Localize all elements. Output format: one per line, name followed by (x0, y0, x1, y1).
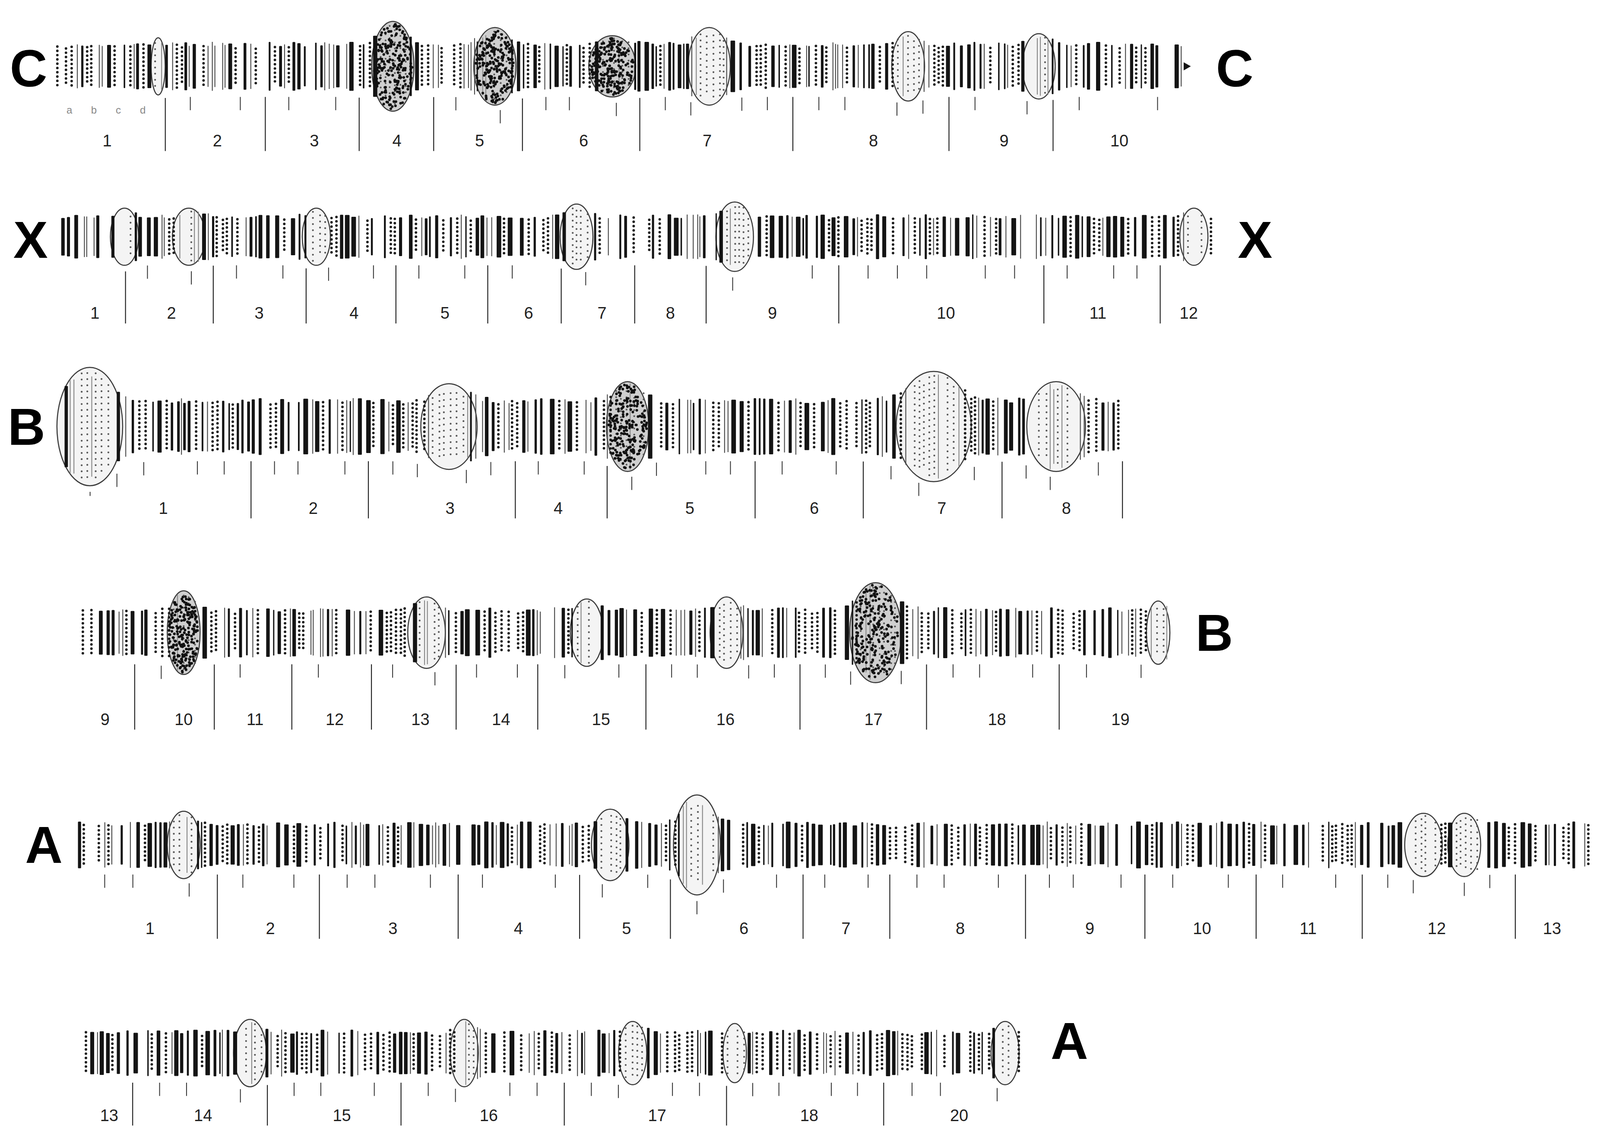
figure-page: Cabcd12345678910CX123456789101112XB12345… (0, 0, 1600, 1144)
